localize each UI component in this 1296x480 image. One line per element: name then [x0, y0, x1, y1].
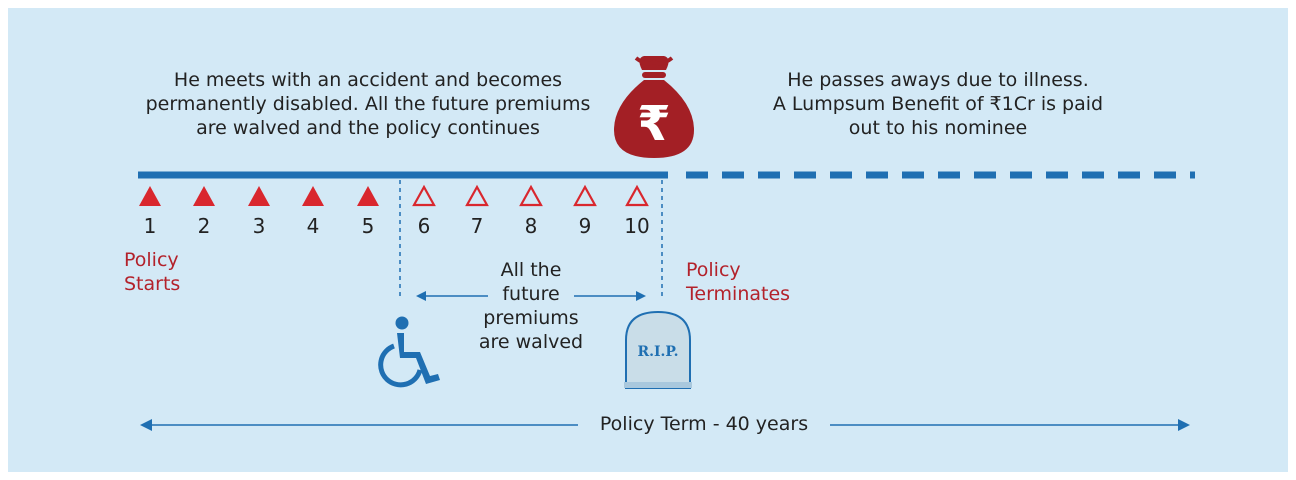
policy-starts-label: Policy Starts — [124, 248, 180, 296]
year-number: 2 — [197, 214, 211, 238]
premium-paid-triangle — [302, 186, 324, 206]
year-number: 8 — [524, 214, 538, 238]
policy-terminates-line1: Policy — [686, 259, 741, 281]
accident-note-line1: He meets with an accident and becomes — [173, 69, 563, 91]
premium-waived-triangle — [519, 184, 543, 207]
term-arrowhead-left — [140, 419, 152, 431]
waived-note-line2: future — [502, 283, 560, 305]
wheelchair-icon — [378, 316, 440, 388]
waived-note-line4: are walved — [478, 331, 584, 353]
year-number: 5 — [361, 214, 375, 238]
premium-paid-triangle — [193, 186, 215, 206]
death-note-line3: out to his nominee — [848, 117, 1028, 139]
premium-waived-triangle — [465, 184, 489, 207]
waived-arrowhead-right — [636, 291, 646, 301]
year-number: 4 — [306, 214, 320, 238]
tombstone-icon: R.I.P. — [624, 310, 692, 389]
waived-note-line1: All the — [500, 259, 562, 281]
tombstone-text: R.I.P. — [637, 344, 678, 360]
accident-note: He meets with an accident and becomes pe… — [138, 68, 598, 140]
policy-term-label: Policy Term - 40 years — [599, 413, 809, 435]
year-number: 9 — [578, 214, 592, 238]
premium-waived-triangle — [625, 184, 649, 207]
premium-paid-triangle — [139, 186, 161, 206]
waived-note-line3: premiums — [483, 307, 579, 329]
rupee-symbol: ₹ — [637, 96, 670, 152]
policy-terminates-line2: Terminates — [686, 283, 791, 305]
year-number: 1 — [143, 214, 157, 238]
accident-note-line3: are walved and the policy continues — [196, 117, 540, 139]
year-number: 3 — [252, 214, 266, 238]
year-number: 10 — [624, 214, 650, 238]
premium-waived-triangle — [573, 184, 597, 207]
waived-arrowhead-left — [416, 291, 426, 301]
waived-note: All the future premiums are walved — [471, 258, 591, 354]
policy-starts-line1: Policy — [124, 249, 179, 271]
death-note-line2: A Lumpsum Benefit of ₹1Cr is paid — [772, 93, 1104, 115]
policy-starts-line2: Starts — [124, 273, 181, 295]
year-number: 7 — [470, 214, 484, 238]
premium-paid-triangle — [357, 186, 379, 206]
premium-paid-triangle — [248, 186, 270, 206]
accident-note-line2: permanently disabled. All the future pre… — [145, 93, 591, 115]
money-bag-icon: ₹ — [614, 56, 694, 158]
term-arrowhead-right — [1178, 419, 1190, 431]
policy-terminates-label: Policy Terminates — [686, 258, 790, 306]
year-number: 6 — [417, 214, 431, 238]
premium-waived-triangle — [412, 184, 436, 207]
death-note: He passes aways due to illness. A Lumpsu… — [738, 68, 1138, 140]
death-note-line1: He passes aways due to illness. — [787, 69, 1089, 91]
